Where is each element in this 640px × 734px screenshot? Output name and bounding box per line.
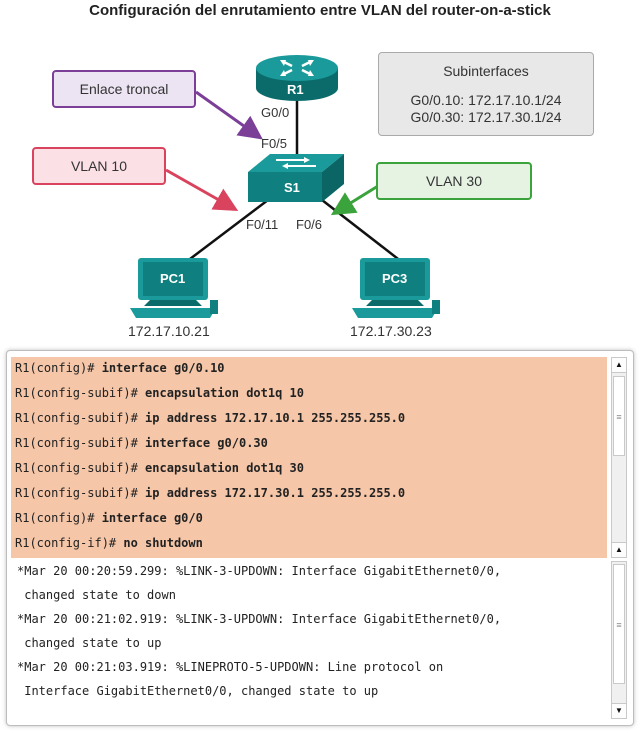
scroll-up-icon[interactable]: ▲	[611, 542, 627, 558]
log-line: *Mar 20 00:21:03.919: %LINEPROTO-5-UPDOW…	[17, 660, 444, 674]
command: ip address 172.17.30.1 255.255.255.0	[145, 486, 406, 500]
prompt: R1(config-subif)#	[15, 436, 146, 450]
switch-label: S1	[284, 180, 300, 195]
command-line: R1(config-subif)# ip address 172.17.10.1…	[15, 411, 405, 425]
command: interface g0/0	[101, 511, 203, 525]
subinterface-1: G0/0.10: 172.17.10.1/24	[410, 92, 562, 108]
link-s1-pc3	[321, 199, 403, 263]
command-line: R1(config-subif)# interface g0/0.30	[15, 436, 268, 450]
scroll-thumb[interactable]: ≡	[613, 376, 625, 456]
port-f0-11: F0/11	[246, 217, 279, 232]
scroll-up-icon[interactable]: ▲	[611, 357, 627, 373]
command: no shutdown	[123, 536, 203, 550]
terminal-window: R1(config)# interface g0/0.10 R1(config-…	[6, 350, 634, 726]
command-line: R1(config-subif)# encapsulation dot1q 30	[15, 461, 304, 475]
command-line: R1(config)# interface g0/0.10	[15, 361, 225, 375]
diagram-title: Configuración del enrutamiento entre VLA…	[89, 2, 551, 19]
vlan30-arrow	[330, 184, 379, 216]
log-line: Interface GigabitEthernet0/0, changed st…	[17, 684, 379, 698]
prompt: R1(config-subif)#	[15, 411, 146, 425]
command-line: R1(config-subif)# ip address 172.17.30.1…	[15, 486, 405, 500]
vlan10-callout: VLAN 10	[32, 147, 166, 185]
command: ip address 172.17.10.1 255.255.255.0	[145, 411, 406, 425]
prompt: R1(config-subif)#	[15, 386, 146, 400]
command-line: R1(config)# interface g0/0	[15, 511, 203, 525]
prompt: R1(config)#	[15, 361, 102, 375]
pc1-ip: 172.17.10.21	[128, 323, 210, 339]
pc3-ip: 172.17.30.23	[350, 323, 432, 339]
network-diagram	[130, 55, 440, 318]
link-s1-pc1	[185, 199, 269, 263]
pc3-icon	[352, 258, 440, 318]
switch-icon	[248, 154, 344, 202]
scroll-down-icon[interactable]: ▼	[611, 703, 627, 719]
log-line: *Mar 20 00:21:02.919: %LINK-3-UPDOWN: In…	[17, 612, 502, 626]
prompt: R1(config-subif)#	[15, 486, 146, 500]
log-line: changed state to down	[17, 588, 176, 602]
subinterface-2: G0/0.30: 172.17.30.1/24	[410, 109, 562, 125]
scroll-thumb[interactable]: ≡	[613, 564, 625, 684]
router-icon	[256, 55, 338, 101]
pc1-label: PC1	[160, 271, 186, 286]
port-g0-0: G0/0	[261, 105, 290, 120]
subinterfaces-title: Subinterfaces	[443, 63, 529, 79]
pc1-icon	[130, 258, 218, 318]
command-scrollbar[interactable]: ▲ ≡ ▲	[611, 357, 627, 558]
prompt: R1(config-subif)#	[15, 461, 146, 475]
subinterfaces-callout: Subinterfaces G0/0.10: 172.17.10.1/24 G0…	[378, 52, 594, 136]
trunk-arrow	[195, 90, 263, 140]
command-block	[11, 357, 607, 558]
command-line: R1(config-if)# no shutdown	[15, 536, 203, 550]
command-line: R1(config-subif)# encapsulation dot1q 10	[15, 386, 304, 400]
router-label: R1	[287, 82, 304, 97]
port-f0-6: F0/6	[296, 217, 323, 232]
prompt: R1(config)#	[15, 511, 102, 525]
command: encapsulation dot1q 30	[145, 461, 304, 475]
log-line: changed state to up	[17, 636, 162, 650]
command: interface g0/0.10	[101, 361, 225, 375]
vlan10-arrow	[165, 168, 239, 211]
command: encapsulation dot1q 10	[145, 386, 304, 400]
log-line: *Mar 20 00:20:59.299: %LINK-3-UPDOWN: In…	[17, 564, 502, 578]
port-f0-5: F0/5	[261, 136, 288, 151]
output-scrollbar[interactable]: ≡ ▼	[611, 561, 627, 719]
trunk-callout: Enlace troncal	[52, 70, 196, 108]
pc3-label: PC3	[382, 271, 408, 286]
prompt: R1(config-if)#	[15, 536, 124, 550]
vlan30-callout: VLAN 30	[376, 162, 532, 200]
command: interface g0/0.30	[145, 436, 268, 450]
